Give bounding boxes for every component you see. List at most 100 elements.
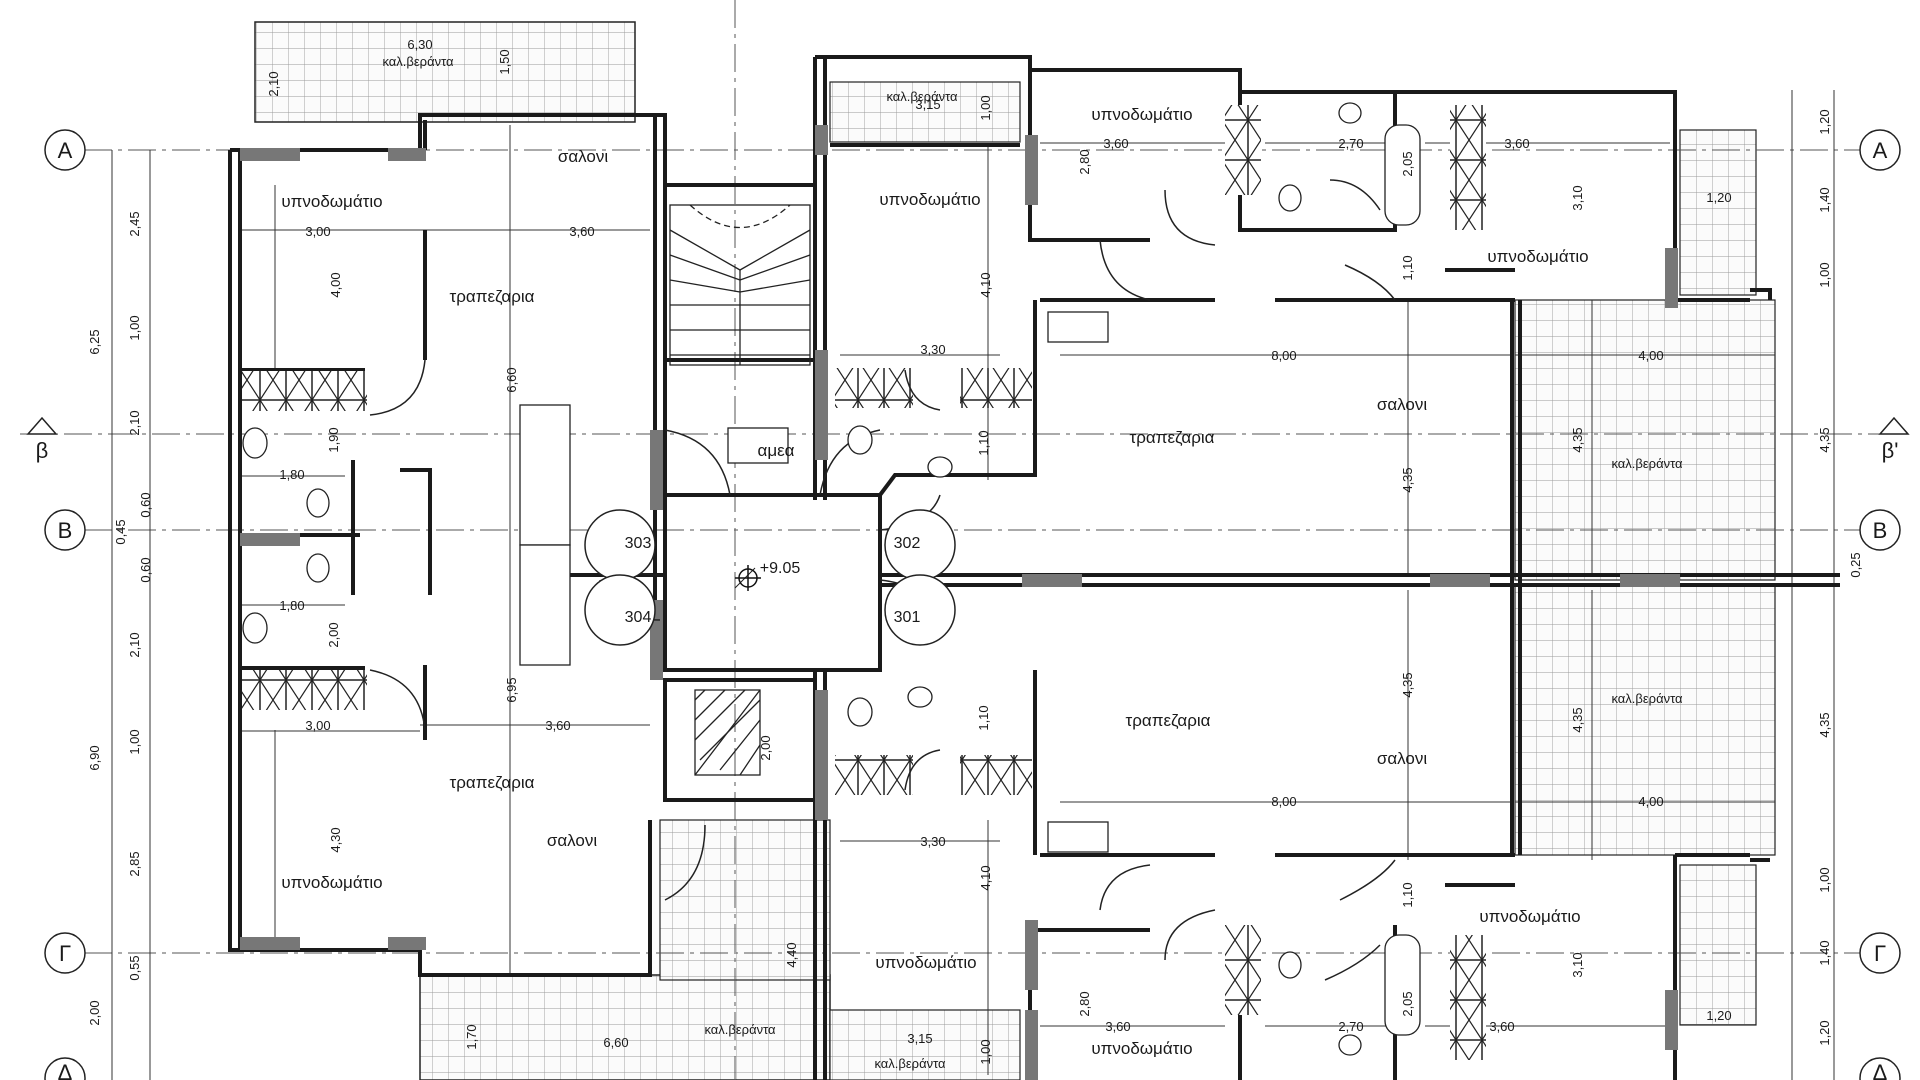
balcony-label-5: καλ.βεράντα xyxy=(1611,456,1683,471)
axis-label-b-right: B xyxy=(1873,518,1888,543)
elevation-mark xyxy=(735,565,761,591)
room-label-living-3: σαλονι xyxy=(1377,395,1428,414)
dim-balcony-4-40: 4,40 xyxy=(784,942,799,967)
dim-height-4-35b: 4,35 xyxy=(1400,672,1415,697)
dim-height-1-10b: 1,10 xyxy=(1400,882,1415,907)
dim-height-4-30: 4,30 xyxy=(328,827,343,852)
section-label-right: β' xyxy=(1882,438,1899,463)
room-label-living-4: σαλονι xyxy=(1377,749,1428,768)
room-label-living-2: σαλονι xyxy=(547,831,598,850)
fixtures xyxy=(242,102,1421,1056)
axis-label-d-left: Δ xyxy=(58,1060,73,1080)
dim-height-2-05b: 2,05 xyxy=(1400,991,1415,1016)
dim-left-2-45: 2,45 xyxy=(127,211,142,236)
dim-right-4-35a: 4,35 xyxy=(1817,427,1832,452)
room-label-bedroom-7: υπνοδωμάτιο xyxy=(875,953,976,972)
dim-height-2-00a: 2,00 xyxy=(326,622,341,647)
dim-width-8-00a: 8,00 xyxy=(1271,348,1296,363)
room-label-bedroom-6: υπνοδωμάτιο xyxy=(1479,907,1580,926)
dim-height-3-10a: 3,10 xyxy=(1570,185,1585,210)
room-label-dining-1: τραπεζαρια xyxy=(450,287,535,306)
balcony-label-3: καλ.βεράντα xyxy=(886,89,958,104)
dim-width-8-00b: 8,00 xyxy=(1271,794,1296,809)
dim-left-2-00: 2,00 xyxy=(87,1000,102,1025)
dim-left-0-45: 0,45 xyxy=(113,519,128,544)
unit-number-303: 303 xyxy=(625,535,652,552)
axis-label-g-left: Γ xyxy=(59,941,71,966)
dim-small-balcony-1-00a: 1,00 xyxy=(978,95,993,120)
elevation-label: +9.05 xyxy=(760,560,801,577)
dim-width-3-60d: 3,60 xyxy=(1504,136,1529,151)
axis-label-a-left: A xyxy=(58,138,73,163)
dim-width-2-70a: 2,70 xyxy=(1338,136,1363,151)
dim-width-3-00a: 3,00 xyxy=(305,224,330,239)
axis-label-d-right: Δ xyxy=(1873,1060,1888,1080)
dim-height-4-35a: 4,35 xyxy=(1400,467,1415,492)
axis-lines xyxy=(20,0,1900,1080)
balcony-label-2: καλ.βεράντα xyxy=(704,1022,776,1037)
dim-right-1-20b: 1,20 xyxy=(1817,1020,1832,1045)
wardrobes xyxy=(242,105,1486,1060)
section-label-left: β xyxy=(36,438,49,463)
dim-width-1-20a: 1,20 xyxy=(1706,190,1731,205)
unit-number-302: 302 xyxy=(894,535,921,552)
dim-left-0-60a: 0,60 xyxy=(138,492,153,517)
room-label-disabled-wc: αμεα xyxy=(757,441,794,460)
dim-balcony-1-50: 1,50 xyxy=(497,49,512,74)
dim-balcony-6-60: 6,60 xyxy=(603,1035,628,1050)
dim-small-balcony-1-00b: 1,00 xyxy=(978,1039,993,1064)
dim-right-0-25: 0,25 xyxy=(1848,552,1863,577)
dim-right-1-00a: 1,00 xyxy=(1817,262,1832,287)
dim-height-2-80a: 2,80 xyxy=(1077,149,1092,174)
dim-width-4-00b: 4,00 xyxy=(1638,794,1663,809)
room-label-bedroom-2: υπνοδωμάτιο xyxy=(281,873,382,892)
axis-label-b-left: B xyxy=(58,518,73,543)
dim-left-2-10a: 2,10 xyxy=(127,410,142,435)
dim-height-1-10d: 1,10 xyxy=(976,705,991,730)
unit-number-301: 301 xyxy=(894,609,921,626)
balcony-label-1: καλ.βεράντα xyxy=(382,54,454,69)
dim-balcony-1-70: 1,70 xyxy=(464,1024,479,1049)
dim-width-3-60c: 3,60 xyxy=(1103,136,1128,151)
dim-width-3-60a: 3,60 xyxy=(569,224,594,239)
dim-height-2-05a: 2,05 xyxy=(1400,151,1415,176)
room-label-bedroom-3: υπνοδωμάτιο xyxy=(879,190,980,209)
dim-height-4-10b: 4,10 xyxy=(978,865,993,890)
dim-balcony-6-30: 6,30 xyxy=(407,37,432,52)
dim-height-4-35c: 4,35 xyxy=(1570,427,1585,452)
dim-width-1-80b: 1,80 xyxy=(279,598,304,613)
dim-left-0-55: 0,55 xyxy=(127,955,142,980)
dim-height-2-00b: 2,00 xyxy=(758,735,773,760)
dim-height-1-10c: 1,10 xyxy=(976,430,991,455)
dim-balcony-2-10: 2,10 xyxy=(266,71,281,96)
balcony-label-4: καλ.βεράντα xyxy=(874,1056,946,1071)
dim-height-1-90: 1,90 xyxy=(326,427,341,452)
dim-height-4-35d: 4,35 xyxy=(1570,707,1585,732)
dim-height-2-80b: 2,80 xyxy=(1077,991,1092,1016)
dim-height-3-10b: 3,10 xyxy=(1570,952,1585,977)
section-markers xyxy=(26,416,1910,589)
dim-small-balcony-3-15a: 3,15 xyxy=(915,97,940,112)
dim-right-1-40b: 1,40 xyxy=(1817,940,1832,965)
dim-left-6-90: 6,90 xyxy=(87,745,102,770)
dim-height-4-00: 4,00 xyxy=(328,272,343,297)
dim-right-1-20a: 1,20 xyxy=(1817,109,1832,134)
dim-left-6-25: 6,25 xyxy=(87,329,102,354)
room-label-bedroom-8: υπνοδωμάτιο xyxy=(1091,1039,1192,1058)
room-label-bedroom-1: υπνοδωμάτιο xyxy=(281,192,382,211)
dim-right-1-40a: 1,40 xyxy=(1817,187,1832,212)
dim-right-1-00b: 1,00 xyxy=(1817,867,1832,892)
dim-left-2-85: 2,85 xyxy=(127,851,142,876)
room-label-dining-2: τραπεζαρια xyxy=(450,773,535,792)
dim-width-1-20b: 1,20 xyxy=(1706,1008,1731,1023)
unit-number-304: 304 xyxy=(625,609,652,626)
dim-width-3-60e: 3,60 xyxy=(1105,1019,1130,1034)
room-label-dining-3: τραπεζαρια xyxy=(1130,428,1215,447)
room-label-bedroom-4: υπνοδωμάτιο xyxy=(1091,105,1192,124)
dim-height-1-10a: 1,10 xyxy=(1400,255,1415,280)
dim-height-6-60: 6,60 xyxy=(504,367,519,392)
dim-width-3-30b: 3,30 xyxy=(920,834,945,849)
room-label-dining-4: τραπεζαρια xyxy=(1126,711,1211,730)
dim-width-3-30a: 3,30 xyxy=(920,342,945,357)
balcony-label-6: καλ.βεράντα xyxy=(1611,691,1683,706)
